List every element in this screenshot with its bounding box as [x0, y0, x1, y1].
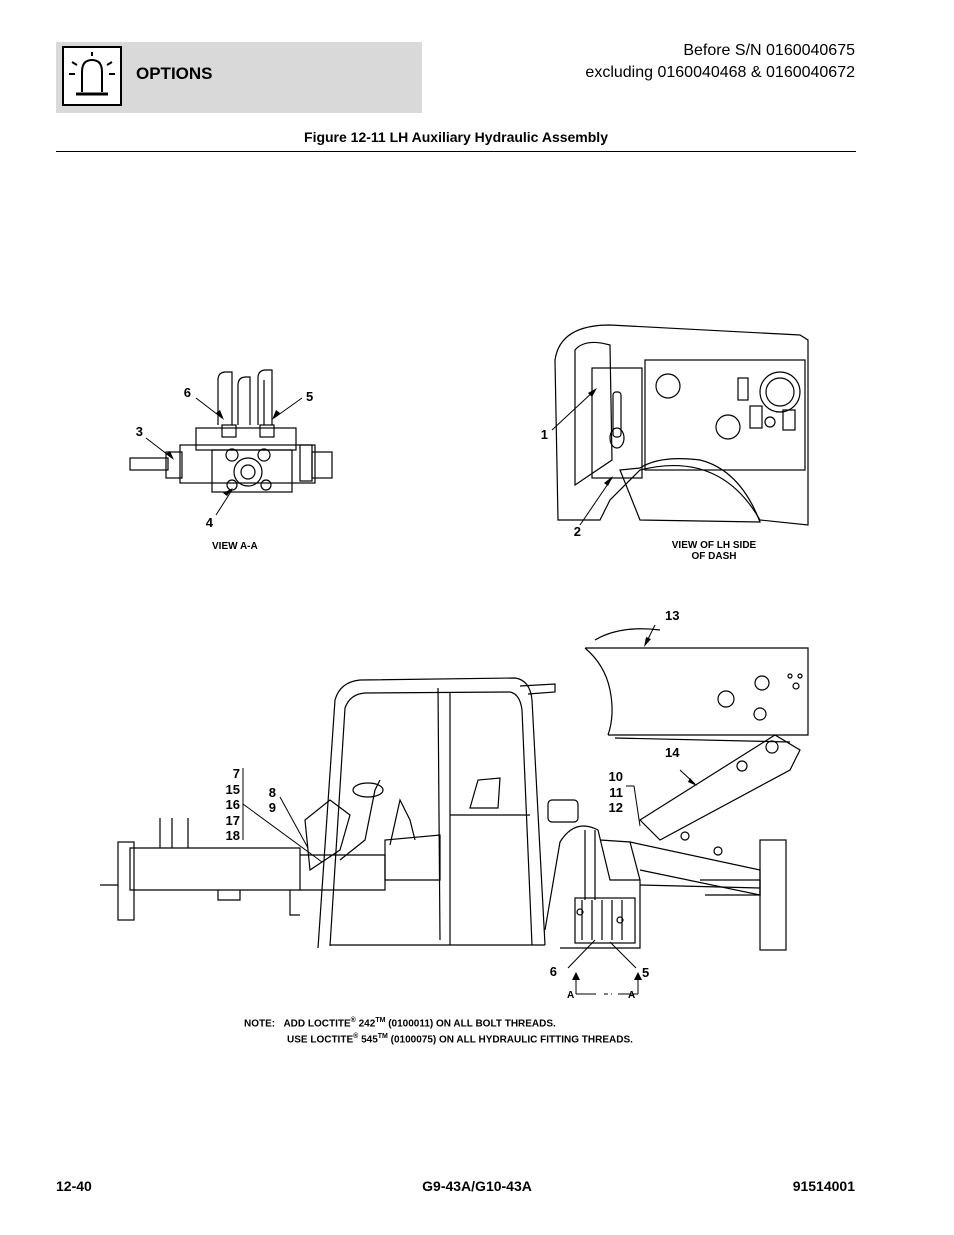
note-line-2: USE LOCTITE® 545TM (0100075) ON ALL HYDR…	[287, 1033, 633, 1046]
callout-4: 4	[206, 515, 214, 530]
serial-applicability-line-2: excluding 0160040468 & 0160040672	[585, 64, 855, 81]
callout-8: 8	[269, 785, 276, 800]
header-divider	[56, 151, 856, 152]
machine-side-view	[100, 628, 809, 951]
serial-applicability-line-1: Before S/N 0160040675	[683, 42, 855, 59]
callout-1: 1	[541, 427, 548, 442]
figure-title: Figure 12-11 LH Auxiliary Hydraulic Asse…	[304, 129, 608, 145]
valve-assembly-view-aa	[129, 369, 333, 493]
callout-10: 10	[609, 769, 623, 784]
section-marker-a-left: A	[567, 990, 574, 1001]
callout-16: 16	[226, 797, 240, 812]
caption-dash-line-2: OF DASH	[691, 551, 737, 562]
leader-lines	[145, 389, 696, 995]
caption-dash-view: VIEW OF LH SIDE OF DASH	[652, 540, 776, 562]
callout-17: 17	[226, 813, 240, 828]
callout-5-lower: 5	[642, 965, 649, 980]
section-marker-a-right: A	[628, 990, 635, 1001]
caption-view-aa: VIEW A-A	[212, 541, 258, 552]
model-number: G9-43A/G10-43A	[422, 1178, 532, 1194]
callout-13: 13	[665, 608, 679, 623]
callout-6-lower: 6	[550, 964, 557, 979]
callout-6: 6	[184, 385, 191, 400]
note-line-1: NOTE: ADD LOCTITE® 242TM (0100011) ON AL…	[244, 1017, 556, 1030]
callout-14: 14	[665, 745, 680, 760]
callout-3: 3	[136, 424, 143, 439]
callout-18: 18	[226, 828, 240, 843]
beacon-light-icon	[62, 46, 122, 106]
caption-dash-line-1: VIEW OF LH SIDE	[671, 540, 757, 551]
callout-7: 7	[233, 766, 240, 781]
callout-9: 9	[269, 800, 276, 815]
callout-2: 2	[574, 524, 581, 539]
document-number: 91514001	[792, 1178, 855, 1194]
callout-15: 15	[226, 782, 240, 797]
note-label: NOTE:	[244, 1018, 276, 1030]
callout-12: 12	[609, 800, 623, 815]
dash-panel-view	[554, 324, 809, 526]
callout-5: 5	[306, 389, 313, 404]
page-number: 12-40	[56, 1178, 92, 1194]
callout-11: 11	[609, 785, 623, 800]
section-title: OPTIONS	[136, 64, 213, 83]
